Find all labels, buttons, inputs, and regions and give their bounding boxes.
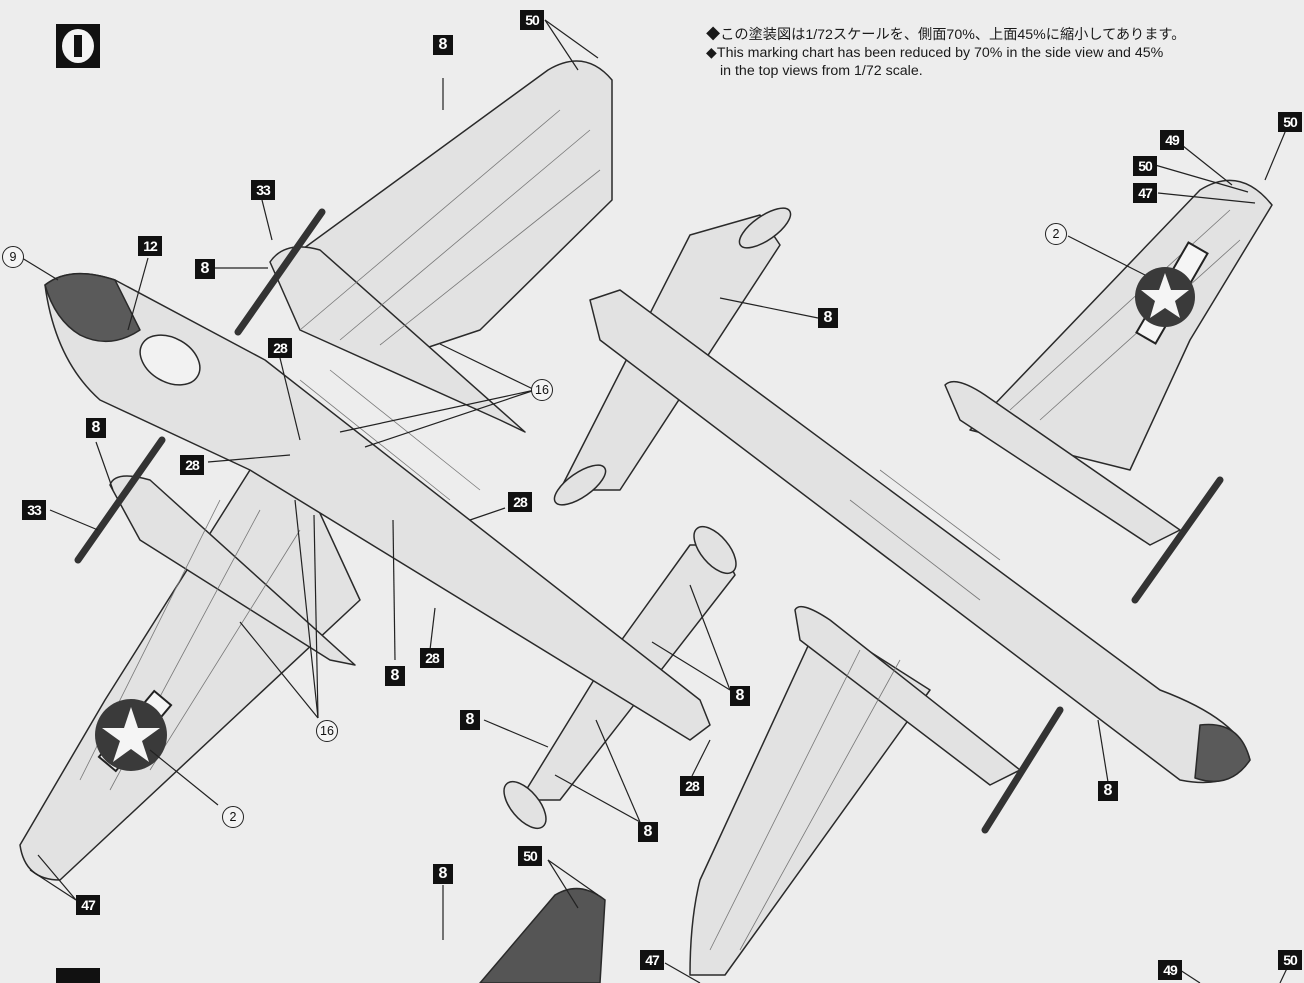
leader-lines bbox=[21, 19, 1291, 983]
callout-50: 50 bbox=[1278, 950, 1302, 970]
callout-28: 28 bbox=[180, 455, 204, 475]
scheme-2-badge bbox=[56, 968, 100, 983]
scheme-1-badge bbox=[56, 24, 100, 68]
callout-50: 50 bbox=[1133, 156, 1157, 176]
left-aircraft-lower-wing bbox=[19, 469, 361, 881]
callout-28: 28 bbox=[680, 776, 704, 796]
aircraft-right-bottom-view bbox=[553, 179, 1273, 976]
left-aircraft-tailfin-lower bbox=[503, 780, 547, 830]
scale-note: ◆この塗装図は1/72スケールを、側面70%、上面45%に縮小してあります。 ◆… bbox=[706, 26, 1300, 80]
right-aircraft-nose-paint bbox=[1194, 723, 1251, 783]
right-aircraft-nacelle-upper bbox=[944, 380, 1181, 546]
callout-49: 49 bbox=[1160, 130, 1184, 150]
callout-16: 16 bbox=[531, 379, 553, 401]
right-aircraft-panel-lines bbox=[709, 209, 1241, 951]
callout-28: 28 bbox=[268, 338, 292, 358]
scale-note-jp: ◆この塗装図は1/72スケールを、側面70%、上面45%に縮小してあります。 bbox=[706, 27, 1186, 43]
left-aircraft-canopy bbox=[139, 334, 201, 386]
callout-28: 28 bbox=[508, 492, 532, 512]
right-aircraft-insignia bbox=[1135, 241, 1209, 345]
callout-8: 8 bbox=[385, 666, 405, 686]
left-aircraft-propellers bbox=[74, 208, 326, 564]
callout-47: 47 bbox=[76, 895, 100, 915]
callout-8: 8 bbox=[86, 418, 106, 438]
callout-8: 8 bbox=[1098, 781, 1118, 801]
left-aircraft-upper-wing bbox=[284, 60, 613, 351]
left-aircraft-nacelle-upper bbox=[269, 246, 526, 433]
left-aircraft-insignia bbox=[95, 689, 173, 773]
callout-9: 9 bbox=[2, 246, 24, 268]
callout-49: 49 bbox=[1158, 960, 1182, 980]
callout-16: 16 bbox=[316, 720, 338, 742]
aircraft-scheme-2-wing-partial bbox=[479, 887, 606, 983]
callout-8: 8 bbox=[818, 308, 838, 328]
right-aircraft-lower-wing bbox=[689, 619, 931, 976]
callout-50: 50 bbox=[520, 10, 544, 30]
callout-8: 8 bbox=[433, 35, 453, 55]
callout-8: 8 bbox=[638, 822, 658, 842]
aircraft-left-top-view bbox=[19, 60, 737, 881]
callout-33: 33 bbox=[22, 500, 46, 520]
callout-50: 50 bbox=[518, 846, 542, 866]
callout-8: 8 bbox=[730, 686, 750, 706]
callout-50: 50 bbox=[1278, 112, 1302, 132]
callout-8: 8 bbox=[195, 259, 215, 279]
callout-33: 33 bbox=[251, 180, 275, 200]
right-aircraft-tailfin-upper bbox=[738, 207, 792, 249]
callout-2: 2 bbox=[1045, 223, 1067, 245]
scale-note-en-1: ◆This marking chart has been reduced by … bbox=[706, 45, 1164, 61]
callout-8: 8 bbox=[433, 864, 453, 884]
right-aircraft-propellers bbox=[981, 476, 1224, 834]
right-aircraft-nacelle-lower bbox=[794, 605, 1021, 786]
scale-note-en-2: in the top views from 1/72 scale. bbox=[720, 63, 923, 79]
left-aircraft-nose-paint bbox=[44, 272, 141, 343]
callout-47: 47 bbox=[1133, 183, 1157, 203]
callout-28: 28 bbox=[420, 648, 444, 668]
callout-12: 12 bbox=[138, 236, 162, 256]
callout-2: 2 bbox=[222, 806, 244, 828]
callout-47: 47 bbox=[640, 950, 664, 970]
left-aircraft-tailfin-upper bbox=[693, 525, 737, 575]
callout-8: 8 bbox=[460, 710, 480, 730]
right-aircraft-tailfin-lower bbox=[553, 464, 607, 506]
